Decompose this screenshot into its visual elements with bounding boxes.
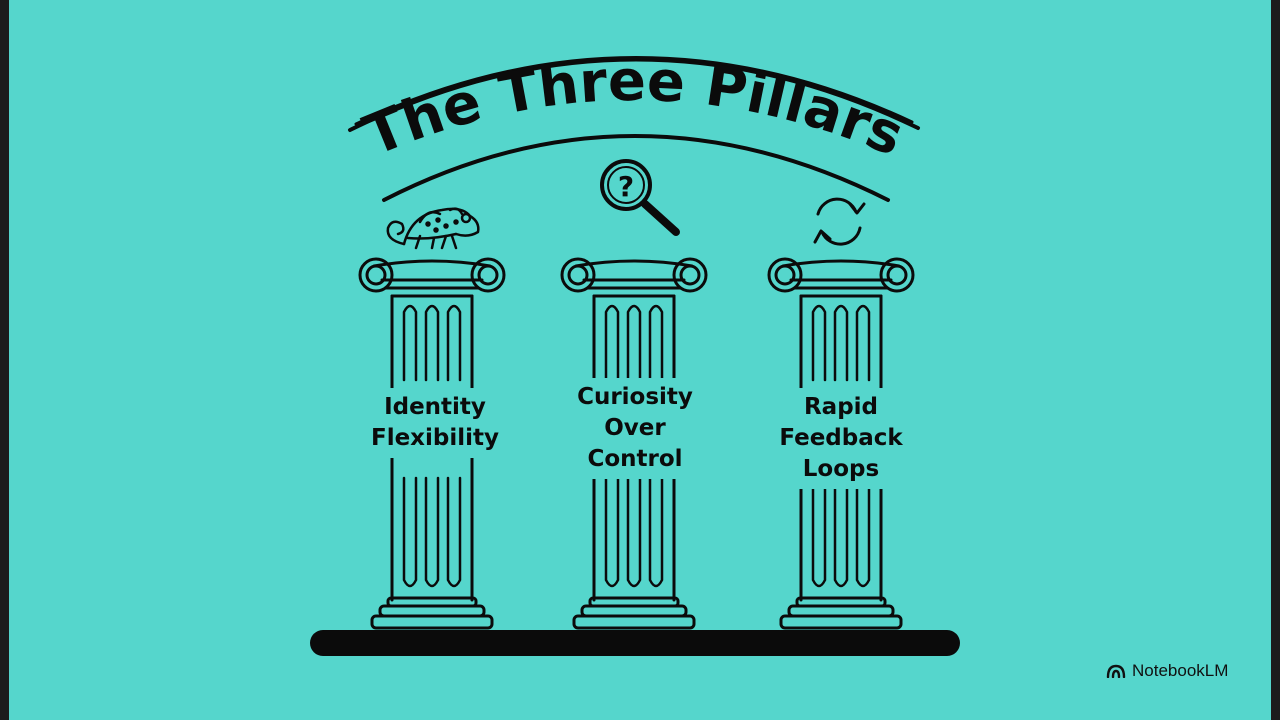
- brand-name: NotebookLM: [1132, 661, 1229, 680]
- notebooklm-logo-icon: [1106, 664, 1126, 678]
- chameleon-icon: [386, 207, 480, 250]
- magnifying-glass-question-icon: ?: [600, 159, 680, 236]
- right-frame-edge: [1271, 0, 1280, 720]
- base-platform: [310, 630, 960, 656]
- left-frame-edge: [0, 0, 9, 720]
- slide-title: The Three Pillars: [356, 49, 913, 169]
- pillar-label-feedback: Rapid Feedback Loops: [741, 388, 941, 489]
- svg-text:?: ?: [618, 170, 634, 203]
- refresh-cycle-icon: [813, 197, 866, 246]
- title-arch: [348, 56, 920, 202]
- brand-badge: NotebookLM: [1106, 659, 1228, 683]
- pillar-label-identity: Identity Flexibility: [335, 388, 535, 458]
- pillar-label-curiosity: Curiosity Over Control: [535, 378, 735, 479]
